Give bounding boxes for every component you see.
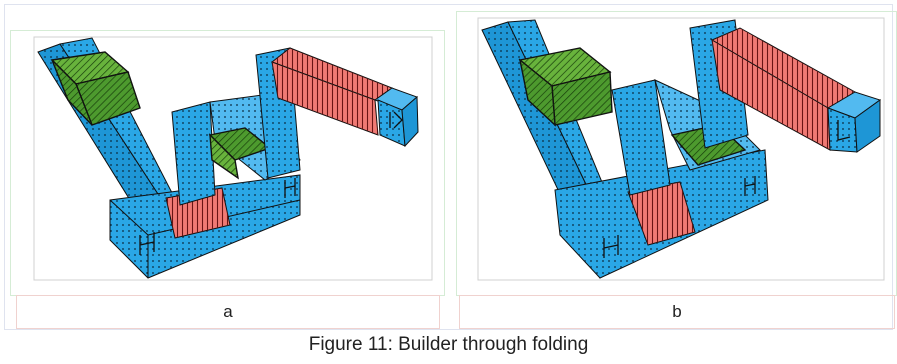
panel-b-inner-frame <box>477 17 885 281</box>
b-block-end-side <box>854 99 881 153</box>
letter-h-glyph-1 <box>139 232 155 255</box>
panel-a-label-text: a <box>223 302 233 321</box>
panel-b-label-text: b <box>672 302 682 321</box>
block-end-side <box>401 95 419 148</box>
panel-a-label: a <box>16 295 440 329</box>
b-letter-l-glyph <box>837 120 851 141</box>
letter-h-glyph-2 <box>284 178 296 198</box>
b-letter-h-glyph-2 <box>744 176 756 196</box>
figure-caption: Figure 11: Builder through folding <box>308 334 589 355</box>
figure-frame <box>4 4 893 330</box>
b-letter-h-glyph-1 <box>603 235 619 258</box>
letter-r-glyph <box>389 111 403 129</box>
panel-a-inner-frame <box>33 36 433 281</box>
panel-b-label: b <box>459 295 895 329</box>
